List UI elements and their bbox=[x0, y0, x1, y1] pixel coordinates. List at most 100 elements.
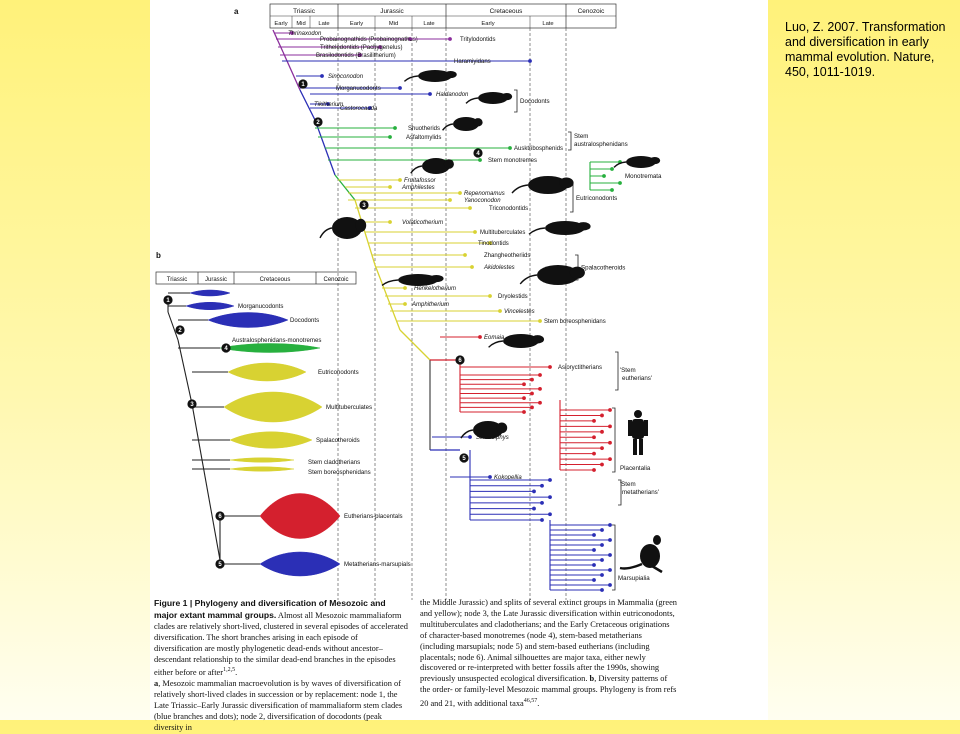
panel-b-clade-label: Multituberculates bbox=[326, 404, 372, 411]
panel-a-marsupial-fan-dot bbox=[608, 553, 612, 557]
panel-a-epoch-label: Late bbox=[542, 21, 553, 27]
panel-a-terminal-dot bbox=[320, 74, 324, 78]
panel-a-marsupial-fan-dot bbox=[600, 528, 604, 532]
citation-text: Luo, Z. 2007. Transformation and diversi… bbox=[785, 20, 946, 79]
panel-a-silhouette-morganucodon-tail bbox=[403, 75, 419, 82]
panel-a-kangaroo-foot bbox=[651, 564, 663, 574]
panel-a-terminal-dot bbox=[498, 309, 502, 313]
panel-a-terminal-dot bbox=[458, 191, 462, 195]
panel-a-taxon-label: Amphitherium bbox=[411, 302, 449, 308]
panel-a-silhouette-volaticotherium bbox=[319, 217, 367, 239]
panel-a-silhouette-sinodelphys-tail bbox=[460, 429, 474, 439]
caption-left: Figure 1 | Phylogeny and diversification… bbox=[154, 598, 408, 732]
panel-a-placental-fan-dot bbox=[592, 435, 596, 440]
panel-a-placental-fan-dot bbox=[592, 419, 596, 423]
panel-b-clade-label: Metatherians-marsupials bbox=[344, 561, 411, 568]
panel-a-marsupial-fan-dot bbox=[600, 573, 604, 577]
panel-b-spindle-1 bbox=[185, 302, 235, 310]
panel-a-label: a bbox=[234, 7, 239, 16]
panel-a-node-6-label: 6 bbox=[458, 358, 462, 364]
panel-a-silhouette-henkelotherium-body bbox=[398, 274, 438, 286]
panel-b-node-1-label: 1 bbox=[166, 298, 170, 304]
panel-a-stem-eutherian-fan-dot bbox=[522, 396, 526, 401]
panel-b-spindle-2 bbox=[207, 312, 289, 328]
panel-a-silhouette-sinodelphys-head bbox=[496, 422, 508, 434]
panel-a-stem-metatherian-fan-dot bbox=[540, 483, 544, 488]
panel-a-epoch-label: Late bbox=[318, 21, 329, 27]
panel-a-taxon-label: Tinodontids bbox=[478, 241, 509, 247]
caption-right: the Middle Jurassic) and splits of sever… bbox=[420, 598, 677, 708]
panel-a-epoch-label: Late bbox=[423, 21, 434, 27]
panel-a-silhouette-platypus-body bbox=[626, 156, 656, 168]
panel-a-terminal-dot bbox=[388, 185, 392, 189]
panel-a-silhouette-spalacothere-body bbox=[537, 265, 579, 285]
panel-b-node-4 bbox=[221, 343, 231, 353]
panel-a-silhouette-docodont-body bbox=[478, 92, 508, 104]
panel-a-terminal-dot bbox=[326, 102, 330, 106]
panel-a-silhouette-kangaroo bbox=[619, 535, 663, 574]
panel-a-placentalia-bracket bbox=[612, 407, 616, 473]
panel-a-silhouette-human bbox=[628, 410, 648, 455]
panel-a-kangaroo-body bbox=[640, 544, 660, 568]
panel-a-taxon-label: Repenomamus bbox=[464, 191, 505, 197]
panel-a-epoch-label: Early bbox=[481, 21, 494, 27]
panel-a-silhouette-platypus bbox=[613, 156, 661, 168]
panel-a-node-4-label: 4 bbox=[476, 151, 480, 157]
panel-a-stem-eutherian-fan-dot bbox=[530, 405, 534, 410]
panel-a-silhouette-multituberculate-body bbox=[545, 221, 585, 235]
panel-a-terminal-dot bbox=[428, 92, 432, 96]
panel-b-node-4-label: 4 bbox=[224, 346, 228, 352]
panel-a-silhouette-repenomamus bbox=[511, 176, 574, 194]
caption-left-refs: 1,2,5 bbox=[223, 667, 236, 674]
panel-a-terminal-dot bbox=[378, 45, 382, 49]
panel-a-human-arm bbox=[628, 420, 632, 436]
panel-a-monotreme-fan-dot bbox=[618, 181, 622, 185]
panel-a-taxon-label: Amphilestes bbox=[401, 185, 435, 191]
panel-a-node-3-label: 3 bbox=[362, 203, 366, 209]
panel-a-silhouette-sinodelphys bbox=[460, 421, 508, 439]
panel-a-placental-fan-dot bbox=[608, 408, 612, 412]
panel-a-placental-fan-dot bbox=[592, 468, 596, 472]
panel-b-spindle-3 bbox=[219, 343, 321, 353]
panel-a-stem-eutherian-fan-dot bbox=[538, 386, 542, 391]
panel-a-kangaroo-tail bbox=[619, 562, 643, 570]
panel-a-marsupial-fan-dot bbox=[600, 588, 604, 592]
panel-a-terminal-dot bbox=[548, 365, 552, 369]
panel-b-spine-segment bbox=[177, 339, 193, 405]
panel-a-node-2 bbox=[313, 117, 323, 127]
panel-a-terminal-dot bbox=[368, 106, 372, 110]
panel-a-marsupialia-bracket bbox=[612, 524, 616, 591]
panel-a-stem-eutherian-fan-dot bbox=[530, 391, 534, 396]
caption-heading: Figure 1 | Phylogeny and diversification… bbox=[154, 598, 386, 620]
panel-a-taxon-label: Sinoconodon bbox=[328, 74, 364, 80]
panel-a-spine-segment bbox=[272, 29, 284, 53]
panel-b-spindle-9 bbox=[259, 493, 341, 539]
panel-a-stem-aus-label2: australosphenidans bbox=[574, 141, 628, 148]
panel-a-spine-segment bbox=[399, 329, 431, 361]
panel-a-terminal-dot bbox=[403, 286, 407, 290]
panel-a-taxon-label: Brasilodontids (Brasilitherium) bbox=[316, 53, 396, 59]
panel-a-stem-metatherians-bracket bbox=[618, 479, 622, 506]
panel-a-epoch-label: Early bbox=[350, 21, 363, 27]
panel-a-human-leg bbox=[639, 439, 643, 455]
panel-a-marsupial-fan-dot bbox=[600, 543, 604, 547]
panel-a-stem-eutherian-fan-dot bbox=[530, 377, 534, 382]
panel-a-taxon-label: Multituberculates bbox=[480, 230, 525, 236]
panel-b-node-3-label: 3 bbox=[190, 402, 194, 408]
caption-right-refs: 46,57 bbox=[523, 698, 538, 705]
panel-a-terminal-dot bbox=[398, 86, 402, 90]
panel-a-placental-fan-dot bbox=[608, 457, 612, 461]
panel-a-taxon-label: Ausktribosphenids bbox=[514, 146, 563, 152]
panel-a-silhouette-repenomamus-body bbox=[528, 176, 568, 194]
caption-b-label: b bbox=[589, 674, 595, 684]
panel-b-spindle-10 bbox=[259, 551, 341, 577]
panel-a-stem-metatherian-fan-dot bbox=[532, 506, 536, 511]
panel-b-period-triassic: Triassic bbox=[167, 277, 187, 283]
panel-a-silhouette-spalacothere bbox=[519, 265, 585, 285]
panel-a-silhouette-docodont-tail bbox=[465, 97, 479, 104]
panel-a-taxon-label: Stem boreosphenidans bbox=[544, 319, 606, 325]
panel-a-monotreme-fan-dot bbox=[602, 174, 606, 178]
panel-a-stem-metatherians-label: 'Stem bbox=[620, 481, 636, 488]
panel-b-node-5-label: 5 bbox=[218, 562, 222, 568]
